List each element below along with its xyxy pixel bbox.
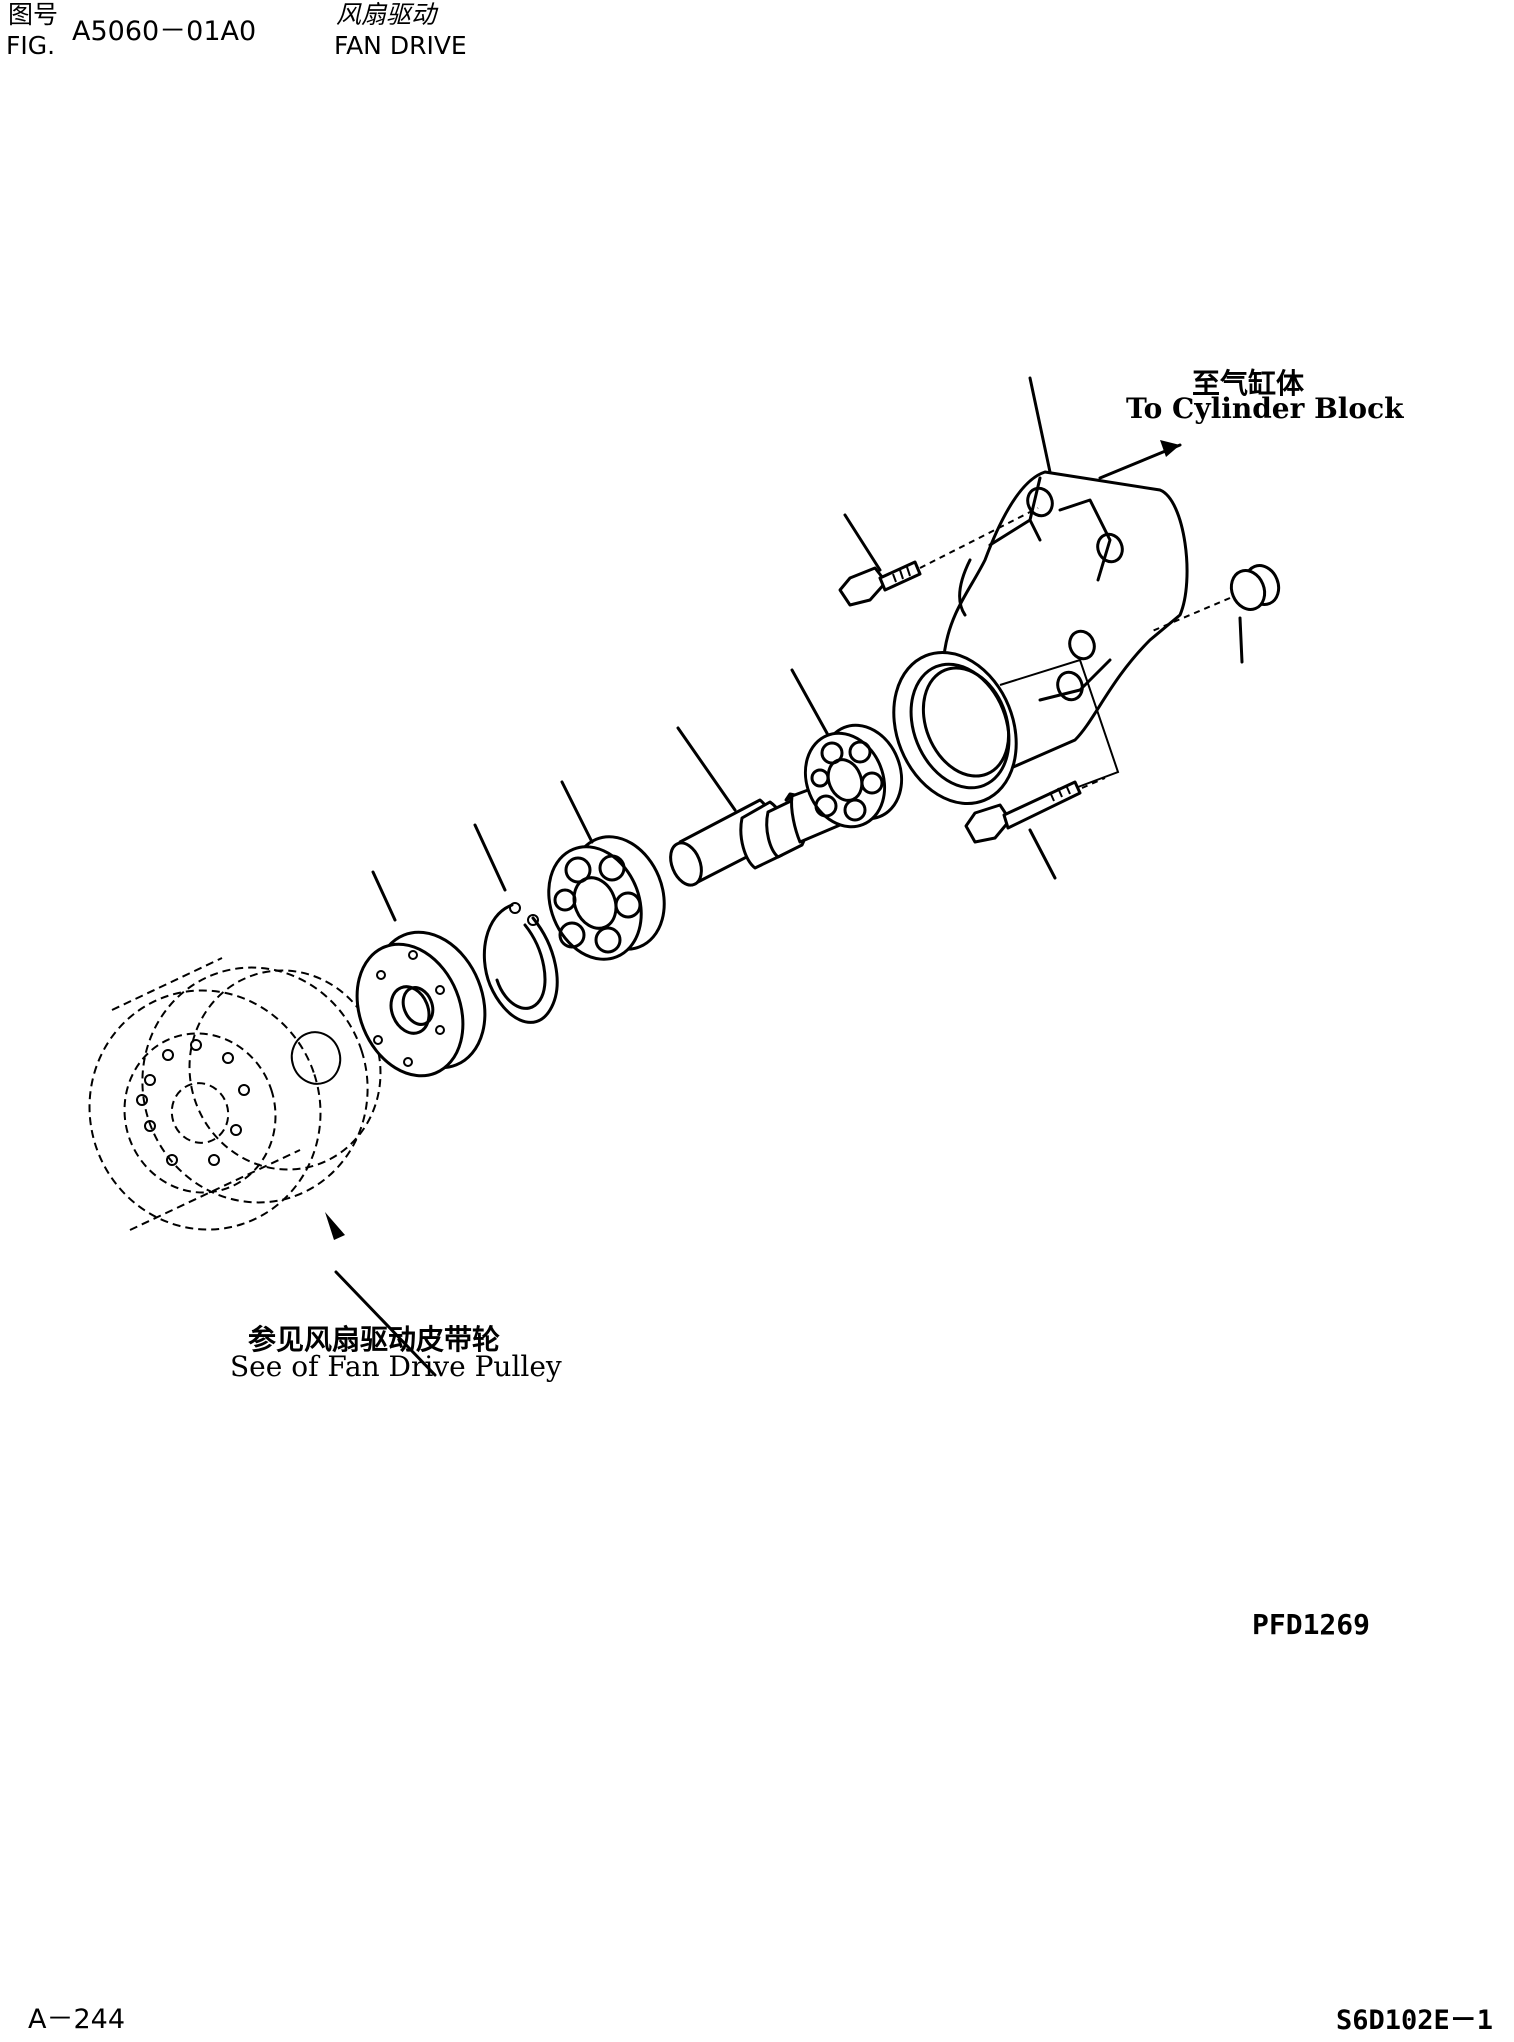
- housing-leader-line: [1028, 376, 1052, 474]
- front-bearing-leader-line: [560, 780, 594, 844]
- snap-ring: [482, 902, 559, 1024]
- rear-bearing-leader-line: [790, 668, 830, 737]
- pulley-arrow: [325, 1212, 345, 1240]
- pulley-note-cn: 参见风扇驱动皮带轮: [248, 1323, 501, 1356]
- lower-bolt: [964, 777, 1106, 844]
- pulley-note-en: See of Fan Drive Pulley: [230, 1350, 562, 1383]
- cylinder-block-label-cn: 至气缸体: [1192, 367, 1305, 400]
- model-code: S6D102E－1: [1336, 2005, 1494, 2036]
- flange-hub: [355, 930, 487, 1078]
- upper-bolt-leader-line: [843, 513, 882, 572]
- drawing-code: PFD1269: [1252, 1608, 1371, 1641]
- rear-bearing: [803, 723, 904, 829]
- front-bearing: [547, 835, 666, 961]
- title-cn: 风扇驱动: [336, 0, 437, 29]
- fan-drive-housing: [892, 470, 1189, 806]
- fig-label-en: FIG.: [6, 31, 56, 60]
- title-en: FAN DRIVE: [334, 31, 467, 60]
- plug: [1149, 564, 1281, 633]
- lower-bolt-leader-line: [1028, 828, 1057, 880]
- fan-drive-pulley-outline: [88, 957, 382, 1231]
- page-number: A－244: [28, 2004, 126, 2035]
- shaft-leader-line: [676, 726, 737, 812]
- snap-ring-leader-line: [473, 823, 507, 892]
- cylinder-block-arrow-head: [1160, 440, 1180, 457]
- fig-label-cn: 图号: [8, 0, 59, 29]
- plug-leader-line: [1238, 616, 1244, 664]
- pulley-leader-line: [334, 1270, 437, 1377]
- flange-leader-line: [371, 870, 397, 922]
- cylinder-block-label-en: To Cylinder Block: [1126, 392, 1404, 425]
- upper-bolt: [838, 507, 1039, 607]
- fig-number: A5060－01A0: [72, 16, 257, 47]
